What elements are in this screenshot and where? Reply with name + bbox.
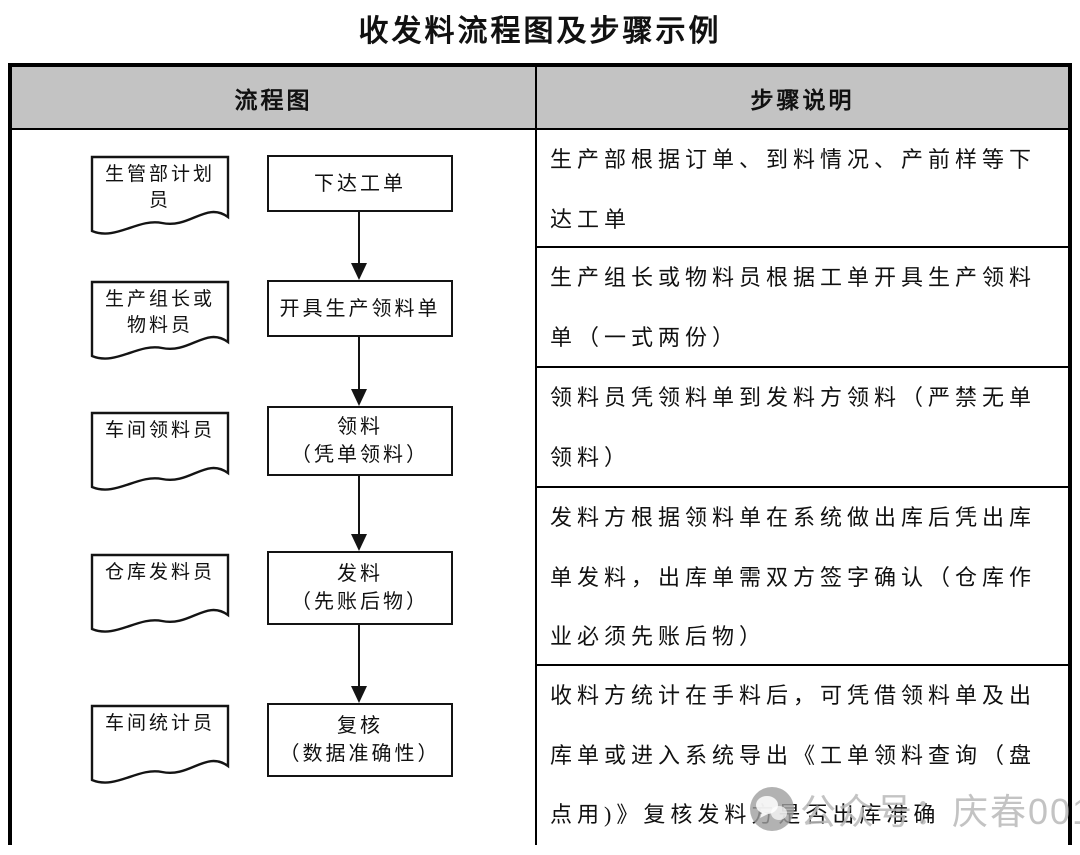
role-label: 生产组长或 物料员 xyxy=(104,289,215,336)
flow-doc-node: 车间统计员 xyxy=(90,704,230,792)
flow-doc-node: 生管部计划 员 xyxy=(90,155,230,243)
page-title: 收发料流程图及步骤示例 xyxy=(358,15,722,48)
column-header-steps: 步骤说明 xyxy=(537,67,1068,130)
flow-doc-node: 车间领料员 xyxy=(90,411,230,499)
step-row: 生产组长或物料员根据工单开具生产领料单（一式两份） xyxy=(537,248,1068,368)
document-shape-icon xyxy=(90,280,230,360)
step-row: 收料方统计在手料后，可凭借领料单及出库单或进入系统导出《工单领料查询（盘点用)》… xyxy=(550,683,1037,827)
step-row: 领料员凭领料单到发料方领料（严禁无单领料） xyxy=(537,368,1068,488)
role-label: 车间统计员 xyxy=(104,713,215,734)
role-label: 生管部计划 员 xyxy=(104,164,215,211)
document-shape-icon xyxy=(90,155,230,235)
process-table: 流程图 步骤说明 生管部计划 员 下达工单 生产组长或 物料员 xyxy=(8,63,1072,845)
flow-process-node: 领料 （凭单领料） xyxy=(267,406,453,476)
arrow-down-icon xyxy=(351,476,367,551)
flow-process-node: 下达工单 xyxy=(267,155,453,212)
document-shape-icon xyxy=(90,704,230,784)
document-shape-icon xyxy=(90,411,230,491)
flow-doc-node: 仓库发料员 xyxy=(90,553,230,641)
flowchart-cell: 生管部计划 员 下达工单 生产组长或 物料员 开具生产领料单 xyxy=(12,130,537,845)
steps-cell: 生产部根据订单、到料情况、产前样等下达工单 生产组长或物料员根据工单开具生产领料… xyxy=(537,130,1068,845)
step-row: 生产部根据订单、到料情况、产前样等下达工单 xyxy=(537,130,1068,248)
role-label: 仓库发料员 xyxy=(104,562,215,583)
action-label: 开具生产领料单 xyxy=(279,297,441,320)
arrow-down-icon xyxy=(351,337,367,406)
arrow-down-icon xyxy=(351,625,367,703)
flow-process-node: 开具生产领料单 xyxy=(267,280,453,337)
flow-process-node: 复核 （数据准确性） xyxy=(267,703,453,777)
flow-doc-node: 生产组长或 物料员 xyxy=(90,280,230,368)
step-row: 发料方根据领料单在系统做出库后凭出库单发料，出库单需双方签字确认（仓库作业必须先… xyxy=(537,488,1068,666)
arrow-down-icon xyxy=(351,212,367,280)
action-label: 发料 （先账后物） xyxy=(291,563,429,613)
role-label: 车间领料员 xyxy=(104,420,215,441)
column-header-flowchart: 流程图 xyxy=(12,67,537,130)
document-shape-icon xyxy=(90,553,230,633)
action-label: 下达工单 xyxy=(314,172,406,195)
action-label: 复核 （数据准确性） xyxy=(279,715,441,765)
flow-process-node: 发料 （先账后物） xyxy=(267,551,453,625)
action-label: 领料 （凭单领料） xyxy=(291,416,429,466)
